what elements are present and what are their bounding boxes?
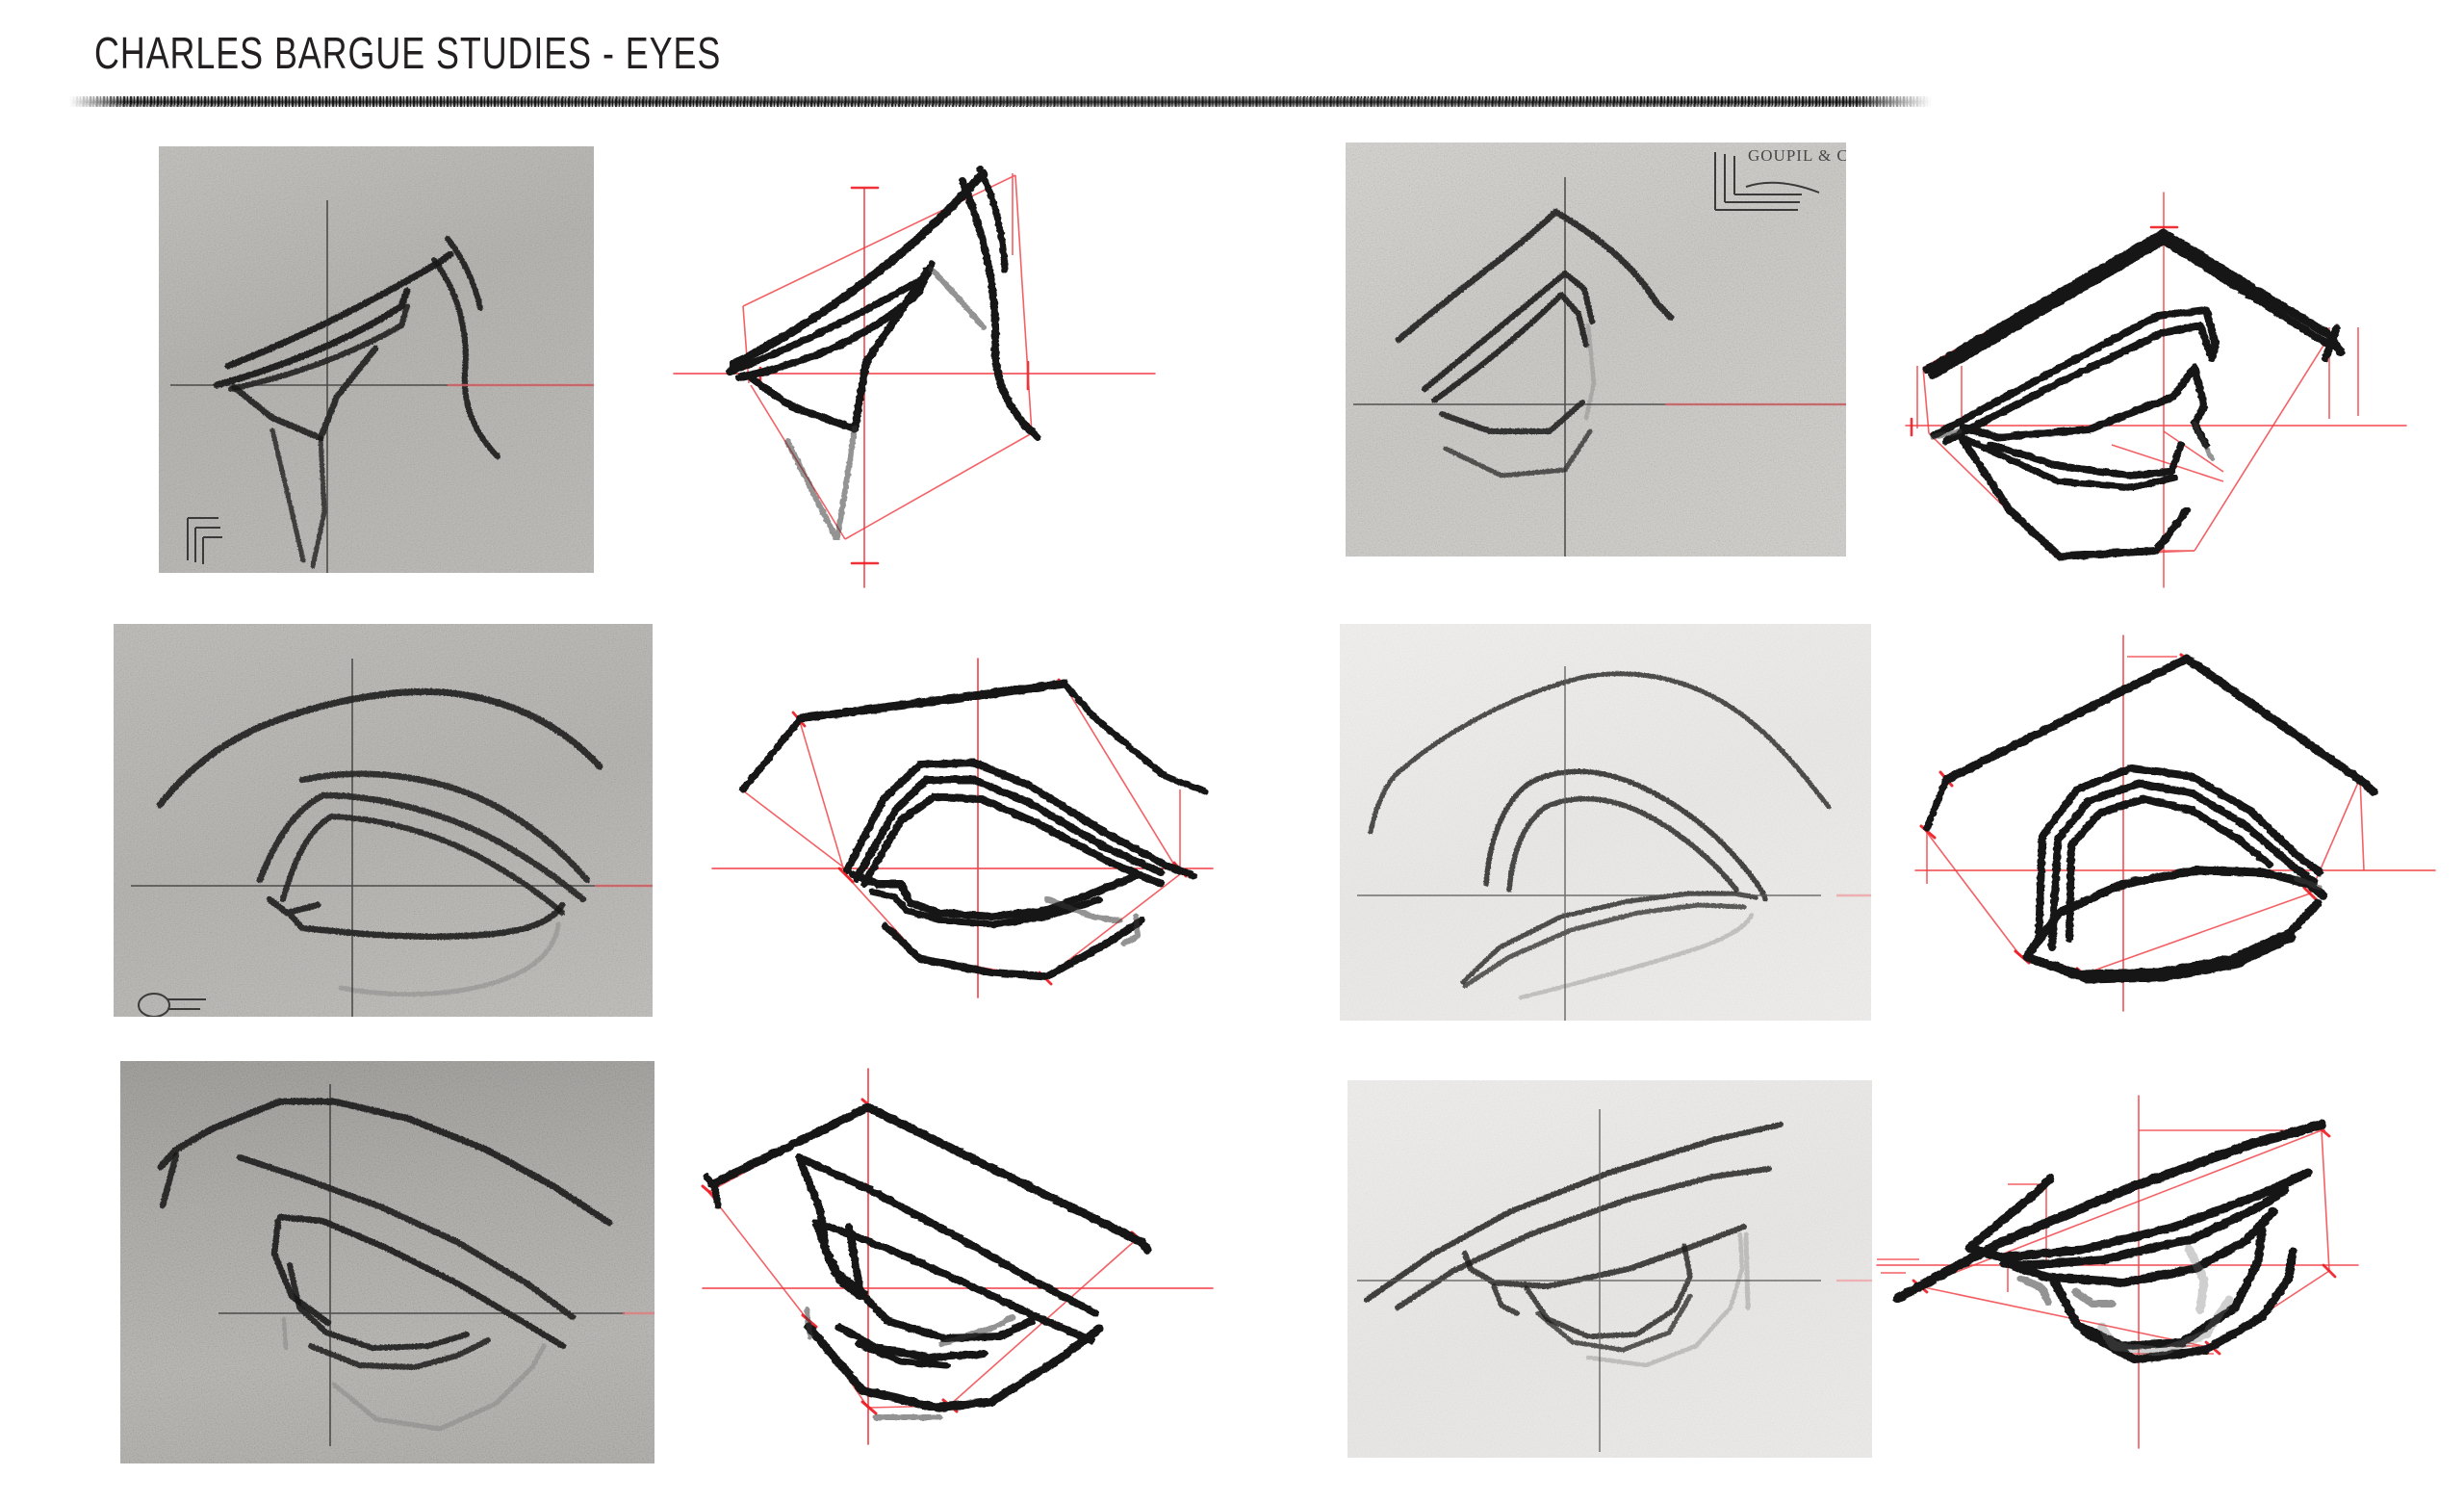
photo-grain [1340,624,1871,1021]
construction-drawing [1876,1095,2359,1449]
eye-study-1-construction [673,135,1156,616]
eye-study-2-reference: GOUPIL & C [1346,142,1846,557]
construction-drawing [673,166,1156,588]
sheet-header: CHARLES BARGUE STUDIES - EYES [0,0,2464,125]
construction-drawing [1905,192,2407,588]
eye-drawing [1353,152,1846,557]
eye-study-6-reference [1348,1080,1872,1458]
eye-study-4-construction [1914,634,2436,1021]
eye-study-3-reference [114,624,653,1017]
eye-drawing [1357,1109,1872,1452]
eye-study-5-reference [120,1061,654,1463]
title-divider-rule [69,96,1932,107]
eye-study-6-construction [1876,1088,2416,1454]
eye-study-1-reference [159,146,594,573]
photo-grain [1348,1080,1872,1458]
construction-drawing [711,658,1214,998]
page-title: CHARLES BARGUE STUDIES - EYES [94,28,722,78]
plate-text-goupil: GOUPIL & C [1748,146,1846,165]
eye-study-3-construction [711,655,1214,1021]
eye-study-4-reference [1340,624,1871,1021]
photo-grain [1346,142,1846,557]
eye-drawing [170,200,594,573]
eye-drawing [1357,666,1871,1021]
eye-drawing [157,1084,654,1446]
construction-drawing [701,1068,1214,1445]
eye-study-5-construction [701,1068,1214,1454]
eye-drawing [131,659,653,1017]
photo-grain [159,146,594,573]
eye-study-2-construction [1905,192,2407,597]
construction-drawing [1914,634,2436,1012]
